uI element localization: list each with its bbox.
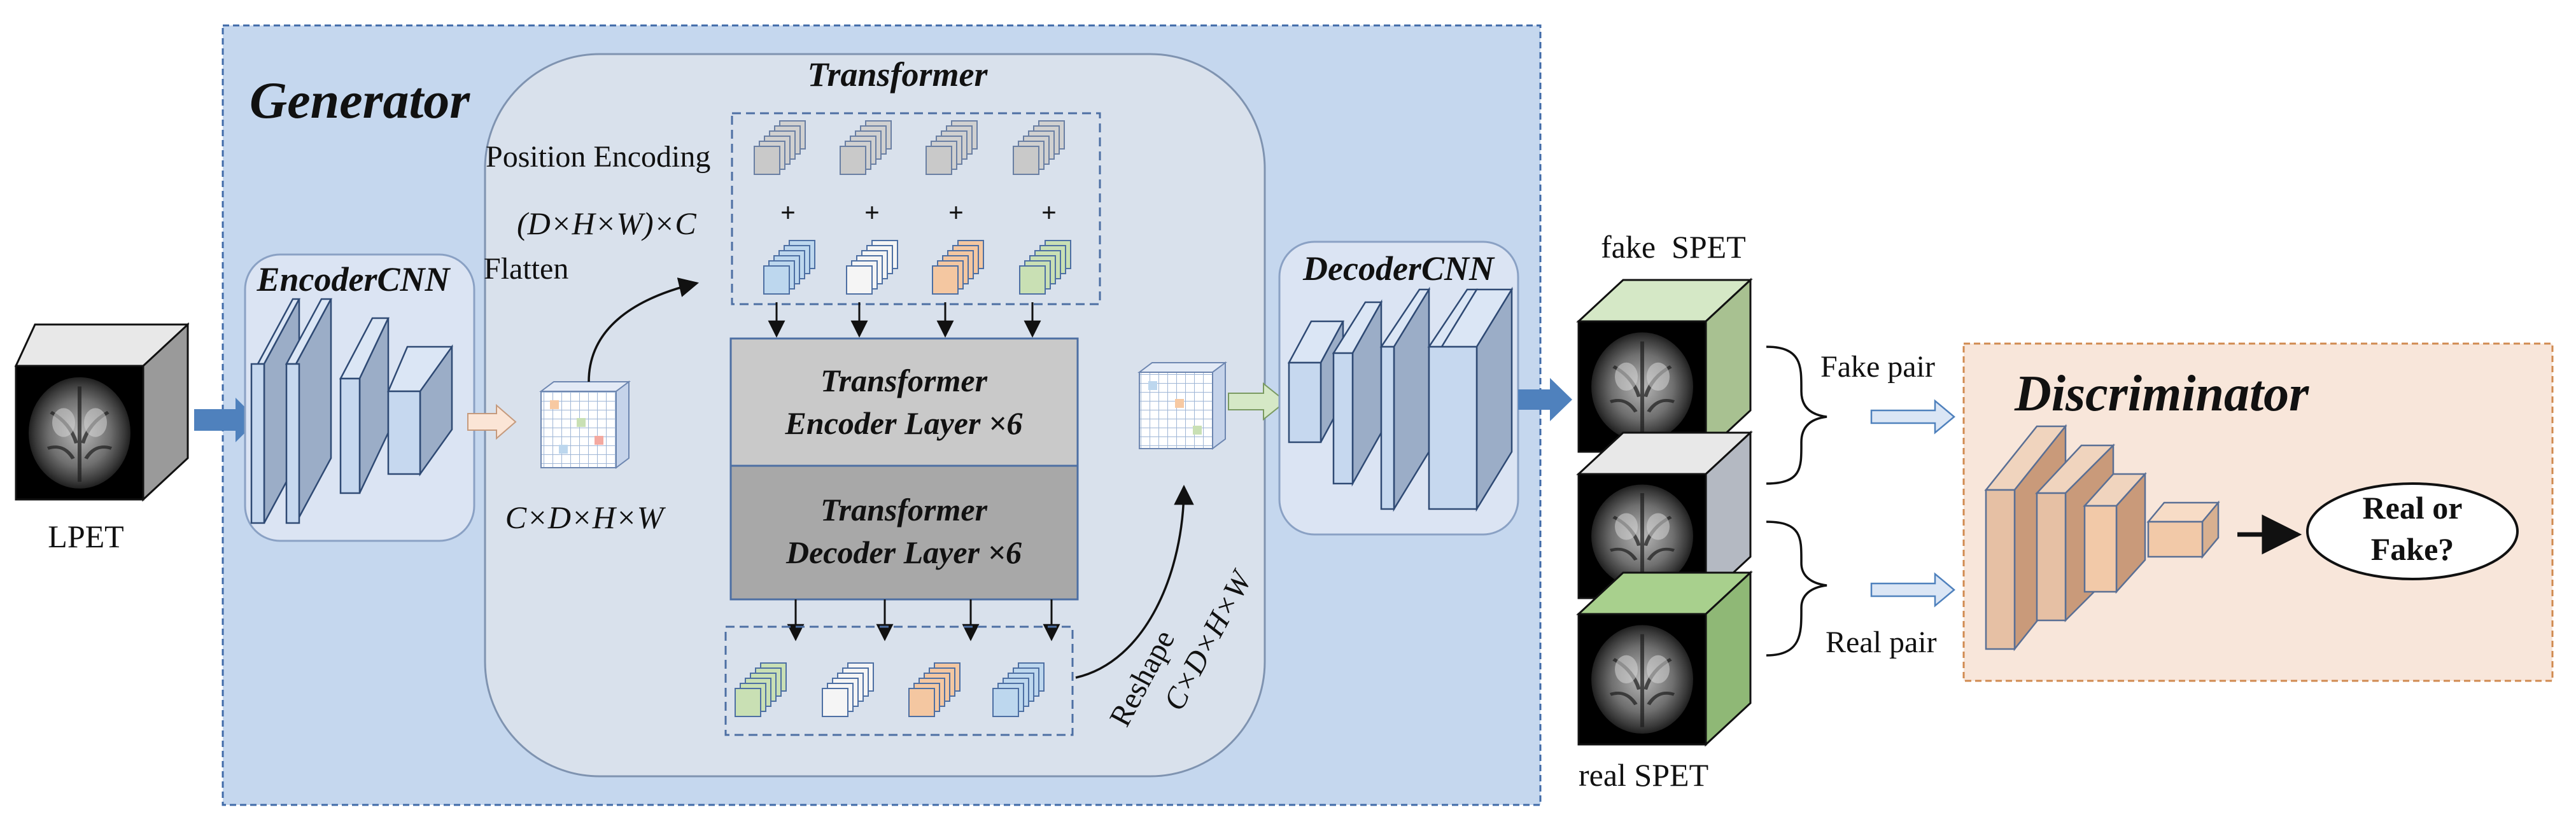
- decoder-layer-label-1: Transformer: [820, 492, 988, 527]
- decoder-cnn-title: DecoderCNN: [1302, 249, 1495, 288]
- flatten-dims-label: (D×H×W)×C: [517, 206, 696, 241]
- reshape-arrow: [1075, 484, 1194, 679]
- transformer-decoder-layer: [729, 464, 1079, 601]
- decoder-layer-label-2: Decoder Layer ×6: [785, 534, 1022, 570]
- token-stack: [735, 662, 787, 717]
- token-stack: [1013, 120, 1065, 175]
- plus-sign: +: [864, 199, 880, 228]
- layer-block-icon: [285, 298, 333, 524]
- encoder-layer-label-2: Encoder Layer ×6: [785, 405, 1023, 441]
- lpet-label: LPET: [48, 519, 123, 554]
- discriminator-title: Discriminator: [2014, 366, 2309, 422]
- encoder-layers: [250, 298, 453, 524]
- real-pair-brace: [1766, 520, 1827, 657]
- discriminator-layers: [1984, 424, 2220, 652]
- brain-scan-image: [16, 366, 143, 500]
- real-pair-label: Real pair: [1826, 625, 1937, 659]
- plus-sign: +: [948, 199, 964, 228]
- output-tokens: [735, 662, 1045, 717]
- token-stack: [763, 240, 815, 295]
- layer-block-icon: [387, 344, 453, 477]
- token-stack: [846, 240, 898, 295]
- fake-pair-label: Fake pair: [1820, 350, 1935, 384]
- generator-title: Generator: [250, 71, 470, 129]
- token-stack: [822, 662, 874, 717]
- layer-block-icon: [1427, 286, 1514, 512]
- layer-block-icon: [2146, 500, 2220, 559]
- arrow-icon: [1870, 572, 1955, 608]
- token-stack: [840, 120, 892, 175]
- decoder-layers: [1287, 286, 1514, 512]
- embedding-tokens: [763, 240, 1071, 295]
- token-stack: [908, 662, 961, 717]
- flatten-arrow: [588, 277, 700, 382]
- fake-spet-label: fake SPET: [1601, 229, 1746, 265]
- arrow-icon: [194, 398, 258, 442]
- token-output-arrows: [787, 599, 1060, 641]
- layer-block-icon: [1332, 299, 1383, 487]
- encoder-cnn-title: EncoderCNN: [256, 260, 451, 298]
- layer-block-icon: [1379, 286, 1431, 512]
- feature-dims-left: C×D×H×W: [505, 499, 666, 535]
- token-input-arrows: [768, 302, 1041, 338]
- arrow-icon: [1228, 382, 1287, 421]
- lpet-input-volume: [16, 322, 190, 500]
- fake-pair-brace: [1766, 346, 1827, 485]
- lpet-pair-volume: [1576, 430, 1753, 601]
- brain-scan-image: [1579, 614, 1706, 744]
- decision-label-1: Real or: [2363, 490, 2463, 526]
- real-spet-volume: [1576, 570, 1753, 747]
- token-stack: [754, 120, 806, 175]
- token-stack: [926, 120, 978, 175]
- decision-label-2: Fake?: [2371, 531, 2454, 567]
- fake-spet-volume: [1576, 277, 1753, 454]
- layer-block-icon: [2083, 471, 2147, 594]
- token-stack: [932, 240, 984, 295]
- arrow-icon: [1870, 399, 1955, 435]
- encoder-layer-label-1: Transformer: [820, 363, 988, 398]
- position-encoding-tokens: [754, 120, 1065, 175]
- transformer-encoder-layer: [729, 337, 1079, 467]
- position-encoding-label: Position Encoding: [486, 140, 710, 174]
- feature-cube-icon: [1137, 361, 1227, 450]
- layer-block-icon: [339, 317, 390, 494]
- plus-sign: +: [780, 199, 796, 228]
- flatten-label: Flatten: [484, 252, 568, 286]
- token-stack: [1019, 240, 1071, 295]
- real-or-fake-node: [2306, 482, 2519, 580]
- plus-sign: +: [1041, 199, 1057, 228]
- transformer-title: Transformer: [807, 55, 988, 94]
- arrow-icon: [467, 403, 517, 440]
- token-output-box: [724, 625, 1074, 736]
- arrow-icon: [1518, 378, 1572, 421]
- token-embedding-box: [731, 112, 1101, 305]
- token-stack: [992, 662, 1045, 717]
- feature-cube-icon: [539, 381, 631, 469]
- real-spet-label: real SPET: [1579, 757, 1708, 793]
